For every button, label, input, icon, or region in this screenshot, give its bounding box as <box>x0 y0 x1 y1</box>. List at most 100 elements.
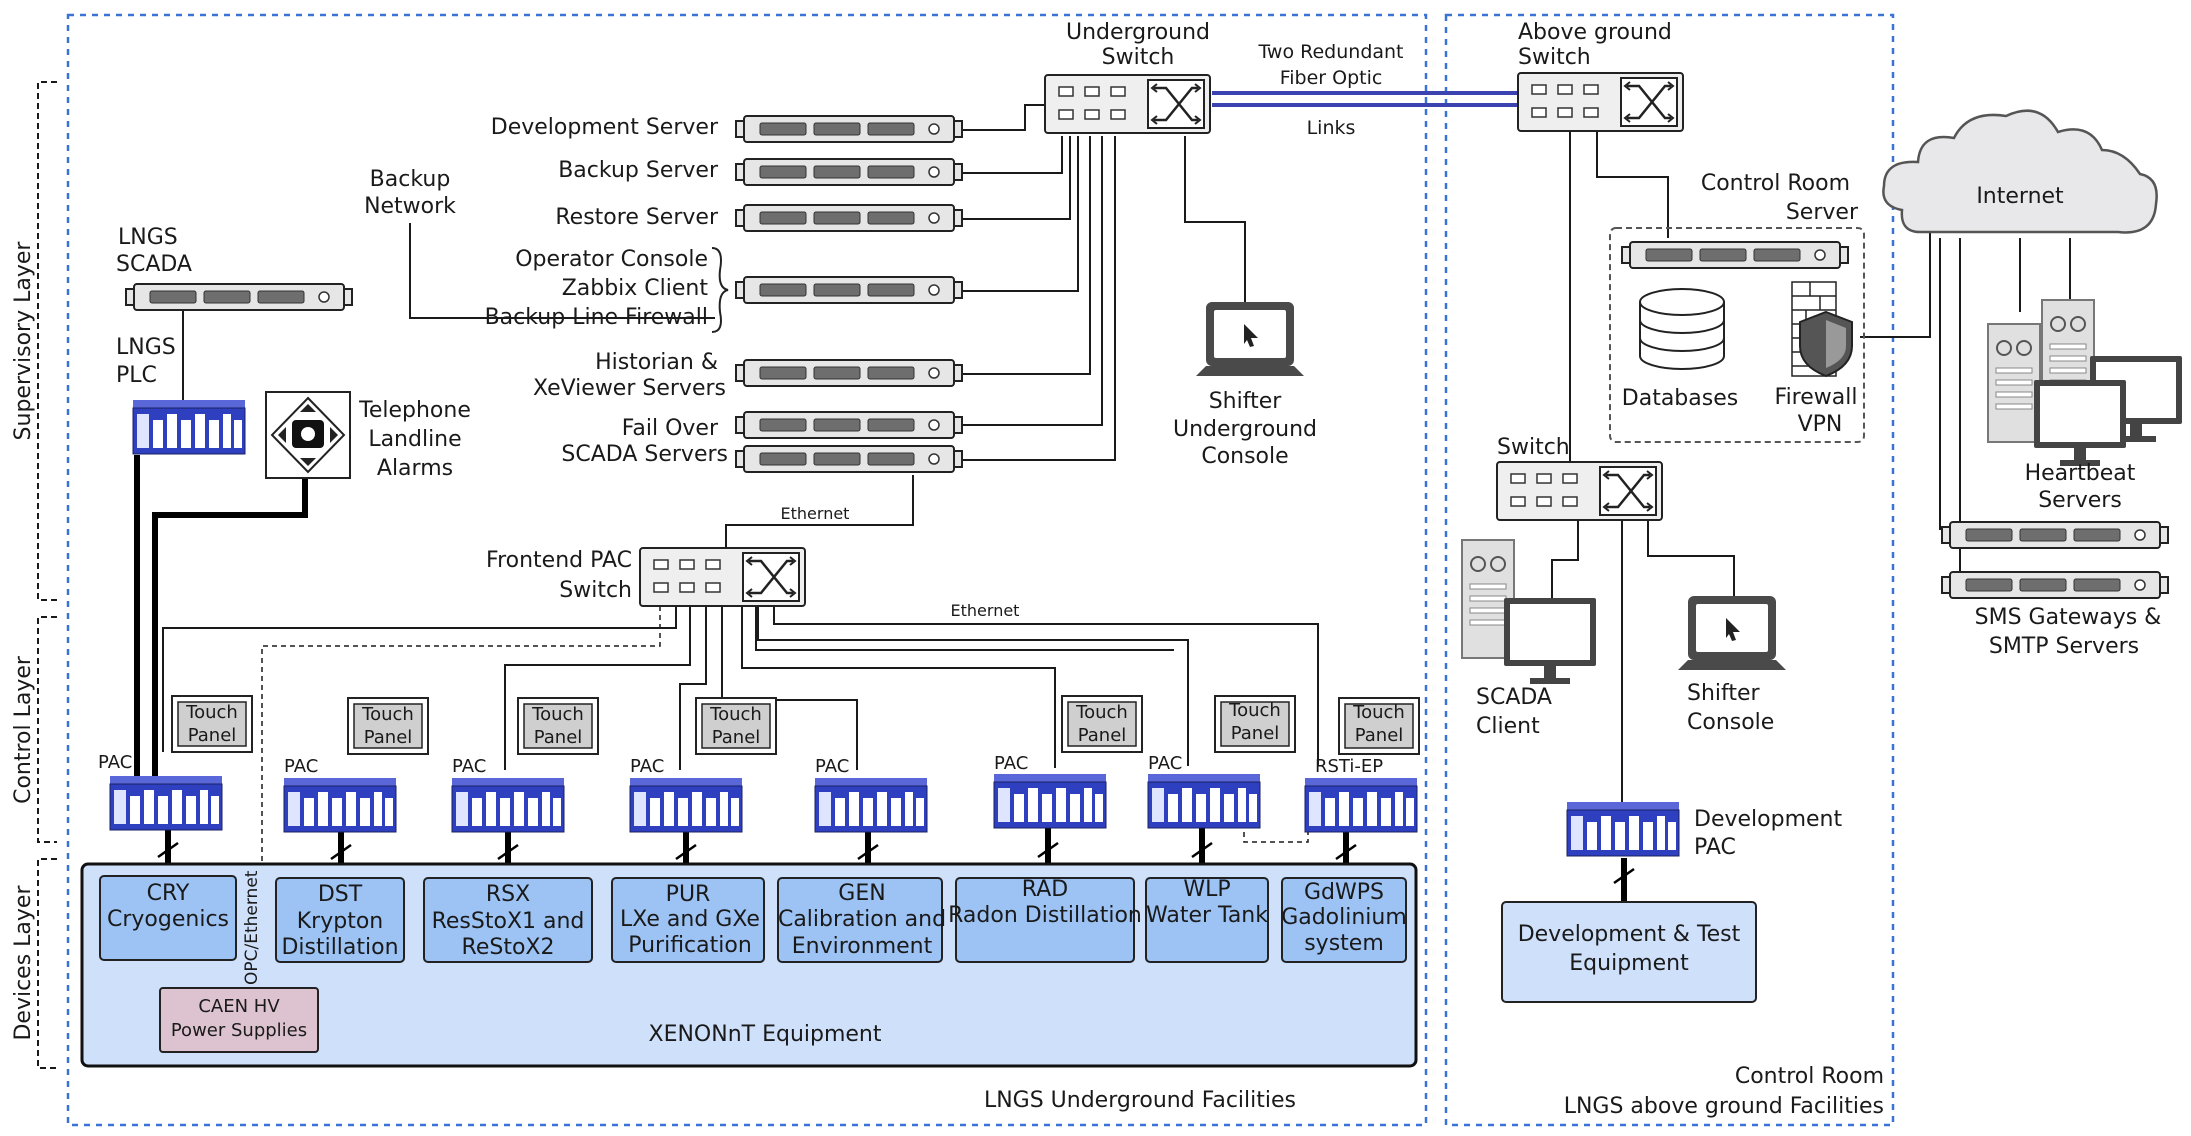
device-rsx: RSX ResStoX1 and ReStoX2 <box>423 877 593 963</box>
brace <box>711 247 729 333</box>
pac-group-rsx: PAC Touch Panel <box>451 697 599 833</box>
pac-group-pur: PAC Touch Panel <box>629 697 777 833</box>
heartbeat-label-2: Servers <box>2038 488 2122 513</box>
shifter-underground-label-1: Shifter <box>1209 389 1283 414</box>
internet-label: Internet <box>1976 184 2064 209</box>
control-room-switch-label: Switch <box>1497 435 1570 460</box>
svg-text:Touch: Touch <box>1228 700 1281 721</box>
lngs-scada-label-2: SCADA <box>116 252 192 277</box>
pac-group-rad: PAC Touch Panel <box>993 695 1143 829</box>
device-rad: RAD Radon Distillation <box>948 877 1142 963</box>
svg-text:PAC: PAC <box>452 756 486 777</box>
historian-server-icon <box>735 359 963 387</box>
svg-text:Calibration and: Calibration and <box>778 907 946 932</box>
shifter-console-label-2: Console <box>1687 710 1774 735</box>
devices-layer-label: Devices Layer <box>11 885 36 1041</box>
ethernet-label-1: Ethernet <box>781 504 850 523</box>
svg-text:Touch: Touch <box>185 702 238 723</box>
svg-text:Gadolinium: Gadolinium <box>1281 905 1407 930</box>
sms-label-2: SMTP Servers <box>1989 634 2139 659</box>
svg-text:system: system <box>1304 931 1384 956</box>
firewall-label-2: VPN <box>1798 412 1843 437</box>
svg-text:Panel: Panel <box>712 727 761 748</box>
above-ground-switch-label-2: Switch <box>1518 45 1591 70</box>
pac-group-dst: PAC Touch Panel <box>283 697 429 833</box>
above-ground-switch-label-1: Above ground <box>1518 20 1672 45</box>
control-room-server-icon <box>1621 241 1849 269</box>
pac-label-cry: PAC <box>98 752 132 773</box>
failover-server-2-icon <box>735 445 963 473</box>
heartbeat-servers-icon <box>1987 299 2182 466</box>
svg-text:Touch: Touch <box>709 704 762 725</box>
supervisory-layer-label: Supervisory Layer <box>11 241 36 441</box>
dev-test-label-2: Equipment <box>1569 951 1689 976</box>
underground-switch-label-1: Underground <box>1066 20 1210 45</box>
shifter-underground-laptop-icon <box>1196 302 1304 376</box>
device-pur: PUR LXe and GXe Purification <box>611 877 765 963</box>
ethernet-label-2: Ethernet <box>951 601 1020 620</box>
pac-group-wlp: PAC Touch Panel <box>1147 695 1296 829</box>
svg-text:Panel: Panel <box>364 727 413 748</box>
svg-text:RAD: RAD <box>1022 877 1068 902</box>
frontend-switch-label-2: Switch <box>559 578 632 603</box>
dev-test-label-1: Development & Test <box>1518 922 1741 947</box>
device-gdwps: GdWPS Gadolinium system <box>1281 877 1407 963</box>
underground-switch <box>1043 73 1212 135</box>
control-room-switch <box>1495 460 1664 522</box>
xenon-equipment-label: XENONnT Equipment <box>649 1022 882 1047</box>
svg-text:Panel: Panel <box>534 727 583 748</box>
lngs-plc-icon <box>132 399 246 455</box>
operator-server-icon <box>735 276 963 304</box>
shifter-console-label-1: Shifter <box>1687 681 1761 706</box>
internet-cloud-icon <box>1882 109 2158 234</box>
lngs-scada-label-1: LNGS <box>118 225 178 250</box>
svg-text:CAEN HV: CAEN HV <box>198 996 280 1017</box>
layer-brackets <box>37 81 57 1069</box>
opc-ethernet-label: OPC/Ethernet <box>242 870 262 985</box>
svg-text:DST: DST <box>318 882 363 907</box>
above-ground-label: LNGS above ground Facilities <box>1564 1094 1884 1119</box>
control-room-label: Control Room <box>1735 1064 1884 1089</box>
fiber-label-1: Two Redundant <box>1257 41 1403 63</box>
dev-test-equipment <box>1501 901 1757 1003</box>
development-pac-icon <box>1566 801 1680 857</box>
frontend-switch-label-1: Frontend PAC <box>486 548 632 573</box>
historian-label-1: Historian & <box>595 350 718 375</box>
svg-text:PUR: PUR <box>666 882 711 907</box>
development-pac-label-2: PAC <box>1694 835 1736 860</box>
svg-text:WLP: WLP <box>1183 877 1230 902</box>
lngs-plc-label-2: PLC <box>116 363 157 388</box>
underground-switch-label-2: Switch <box>1102 45 1175 70</box>
operator-console-label: Operator Console <box>515 247 708 272</box>
control-room-region <box>1444 13 1895 1127</box>
backup-server-icon <box>735 158 963 186</box>
databases-label: Databases <box>1622 386 1738 411</box>
svg-text:Power Supplies: Power Supplies <box>171 1020 307 1041</box>
svg-text:Panel: Panel <box>1355 725 1404 746</box>
svg-text:Radon Distillation: Radon Distillation <box>948 903 1142 928</box>
telephone-label-1: Telephone <box>358 398 471 423</box>
failover-server-1-icon <box>735 411 963 439</box>
scada-client-label-2: Client <box>1476 714 1540 739</box>
underground-region-label: LNGS Underground Facilities <box>984 1088 1296 1113</box>
restore-server-label: Restore Server <box>555 205 719 230</box>
svg-text:Krypton: Krypton <box>297 909 384 934</box>
fiber-label-3: Links <box>1307 117 1356 139</box>
svg-text:Panel: Panel <box>1078 725 1127 746</box>
pac-group-gdwps: RSTi-EP Touch Panel <box>1304 697 1420 833</box>
shifter-underground-label-3: Console <box>1201 444 1288 469</box>
telephone-label-3: Alarms <box>377 456 453 481</box>
svg-text:Touch: Touch <box>1352 702 1405 723</box>
svg-text:CRY: CRY <box>147 881 190 906</box>
device-cry: CRY Cryogenics <box>99 875 237 961</box>
caen-power-supplies: CAEN HV Power Supplies <box>159 987 319 1053</box>
svg-text:GEN: GEN <box>838 881 885 906</box>
telephone-label-2: Landline <box>368 427 461 452</box>
failover-label-2: SCADA Servers <box>561 442 728 467</box>
underground-region <box>66 13 1428 1127</box>
backup-firewall-label: Backup Line Firewall <box>485 305 708 330</box>
telephone-icon <box>265 391 351 479</box>
sms-label-1: SMS Gateways & <box>1975 605 2162 630</box>
svg-text:PAC: PAC <box>815 756 849 777</box>
